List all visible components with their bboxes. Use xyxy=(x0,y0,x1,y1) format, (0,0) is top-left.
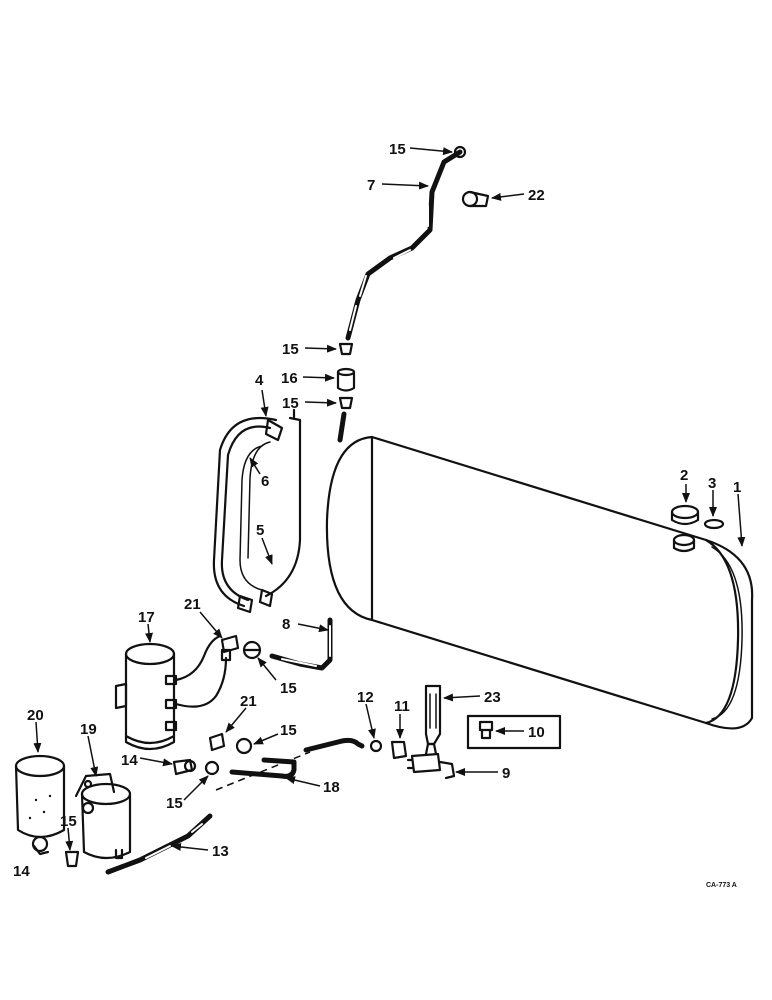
callout-15-filter: 15 xyxy=(280,722,297,739)
callout-2: 2 xyxy=(680,467,688,484)
pump-wires xyxy=(174,634,232,708)
fitting-21-pump-outlet xyxy=(220,634,240,654)
pipe-nut-top xyxy=(453,145,467,159)
callout-15-lower-left: 15 xyxy=(60,813,77,830)
shut-off-valve xyxy=(406,742,456,780)
callout-14-lower-left: 14 xyxy=(13,863,30,880)
cap-gasket xyxy=(703,518,725,530)
strap-insulator xyxy=(239,441,271,591)
drain-plug-inset xyxy=(466,714,562,750)
figure-code: CA-773 A xyxy=(706,882,737,889)
fitting-15-pump-outlet xyxy=(242,640,262,660)
callout-14-elbow: 14 xyxy=(121,752,138,769)
callout-labels: 15 7 22 15 16 15 4 6 5 8 2 3 1 17 21 15 … xyxy=(13,141,741,889)
callout-16: 16 xyxy=(281,370,298,387)
fuel-tank xyxy=(325,435,754,730)
callout-6: 6 xyxy=(261,473,269,490)
callout-12: 12 xyxy=(357,689,374,706)
fitting-21-filter xyxy=(208,732,226,752)
elbow-fitting xyxy=(172,758,197,776)
callout-10: 10 xyxy=(528,724,545,741)
callout-21-lower: 21 xyxy=(240,693,257,710)
fitting-15-filter xyxy=(235,737,253,755)
fitting-14-lower-left xyxy=(31,835,50,856)
fitting-16-connector xyxy=(336,367,356,392)
fitting-15-elbow xyxy=(204,760,220,776)
callout-11: 11 xyxy=(394,698,410,715)
fuel-pipe-18 xyxy=(229,737,365,779)
fitting-15-lower xyxy=(338,396,354,410)
callout-7: 7 xyxy=(367,177,375,194)
callout-1: 1 xyxy=(733,479,741,496)
callout-20: 20 xyxy=(27,707,44,724)
callout-15-lower: 15 xyxy=(282,395,299,412)
fitting-15-lower-left xyxy=(64,850,80,868)
filler-neck xyxy=(672,533,696,553)
filter-element xyxy=(14,754,66,839)
callout-13: 13 xyxy=(212,843,229,860)
callout-17: 17 xyxy=(138,609,155,626)
callout-5: 5 xyxy=(256,522,264,539)
dashed-connection-line xyxy=(215,751,311,791)
callout-15-upper: 15 xyxy=(282,341,299,358)
callout-23: 23 xyxy=(484,689,501,706)
fuel-cap xyxy=(670,504,700,526)
fuel-return-pipe xyxy=(345,149,463,341)
callout-3: 3 xyxy=(708,475,716,492)
fitting-15-upper xyxy=(338,342,354,356)
callout-18: 18 xyxy=(323,779,340,796)
leader-lines xyxy=(33,147,746,851)
fuel-pump xyxy=(114,642,178,751)
fitting-12 xyxy=(369,739,383,753)
callout-15-pump: 15 xyxy=(280,680,297,697)
callout-22: 22 xyxy=(528,187,545,204)
callout-9: 9 xyxy=(502,765,510,782)
tank-strap-outer xyxy=(212,416,284,614)
fuel-pipe-13 xyxy=(105,813,213,875)
callout-4: 4 xyxy=(255,372,264,389)
callout-15-elbow: 15 xyxy=(166,795,183,812)
fitting-11-nut xyxy=(390,740,408,760)
callout-8: 8 xyxy=(282,616,290,633)
callout-19: 19 xyxy=(80,721,97,738)
tank-strap-inner xyxy=(258,408,302,608)
sediment-bowl xyxy=(424,684,442,746)
fuel-filter xyxy=(74,772,132,860)
fuel-supply-pipe xyxy=(269,411,347,671)
callout-21-upper: 21 xyxy=(184,596,201,613)
pipe-clip xyxy=(461,190,490,208)
callout-15-top: 15 xyxy=(389,141,406,158)
